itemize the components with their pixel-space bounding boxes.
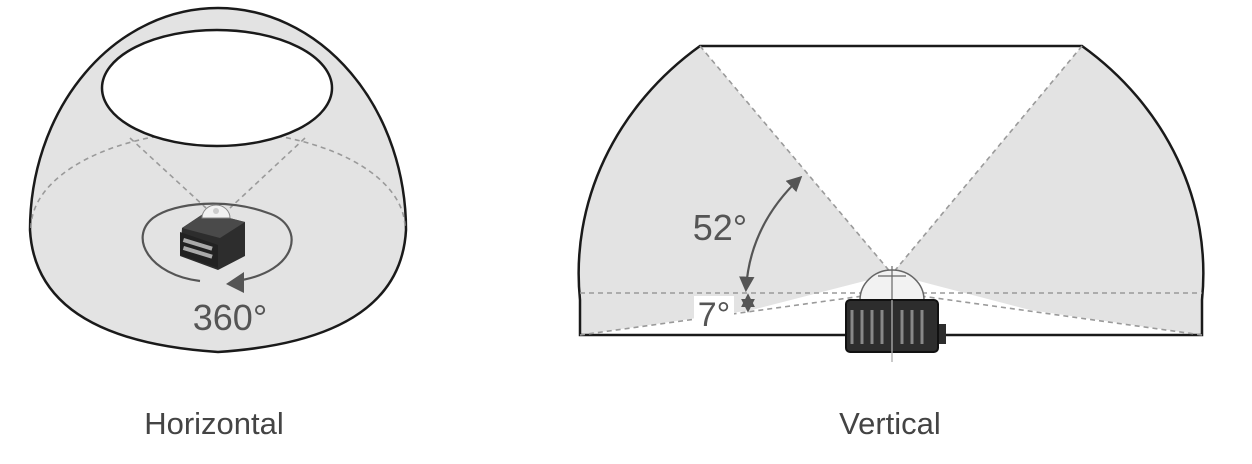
lower-angle-label: 7° (698, 296, 731, 334)
camera-side-view-icon (845, 266, 946, 362)
fov-line-upper-left (699, 45, 893, 275)
top-opening (100, 28, 334, 148)
vertical-caption: Vertical (839, 406, 941, 441)
vertical-coverage-diagram: 52° 7° Vertical (577, 44, 1205, 441)
fov-line-lower-left (579, 291, 893, 336)
lower-angle-label-bg (694, 296, 734, 326)
cone-line-right (229, 137, 306, 209)
camera-device-icon (180, 204, 245, 270)
rotation-arrowhead (226, 272, 244, 293)
upper-angle-label: 52° (693, 207, 747, 248)
left-coverage-wedge (578, 46, 892, 335)
upper-angle-arc (739, 175, 803, 293)
rotation-arrow (141, 202, 293, 283)
fov-line-lower-right (891, 291, 1203, 336)
right-coverage-wedge (892, 46, 1204, 335)
horizontal-angle-label: 360° (193, 297, 267, 338)
fov-line-upper-right (891, 45, 1083, 275)
horizontal-caption: Horizontal (144, 406, 284, 441)
horizontal-coverage-diagram: 360° Horizontal (28, 6, 408, 441)
